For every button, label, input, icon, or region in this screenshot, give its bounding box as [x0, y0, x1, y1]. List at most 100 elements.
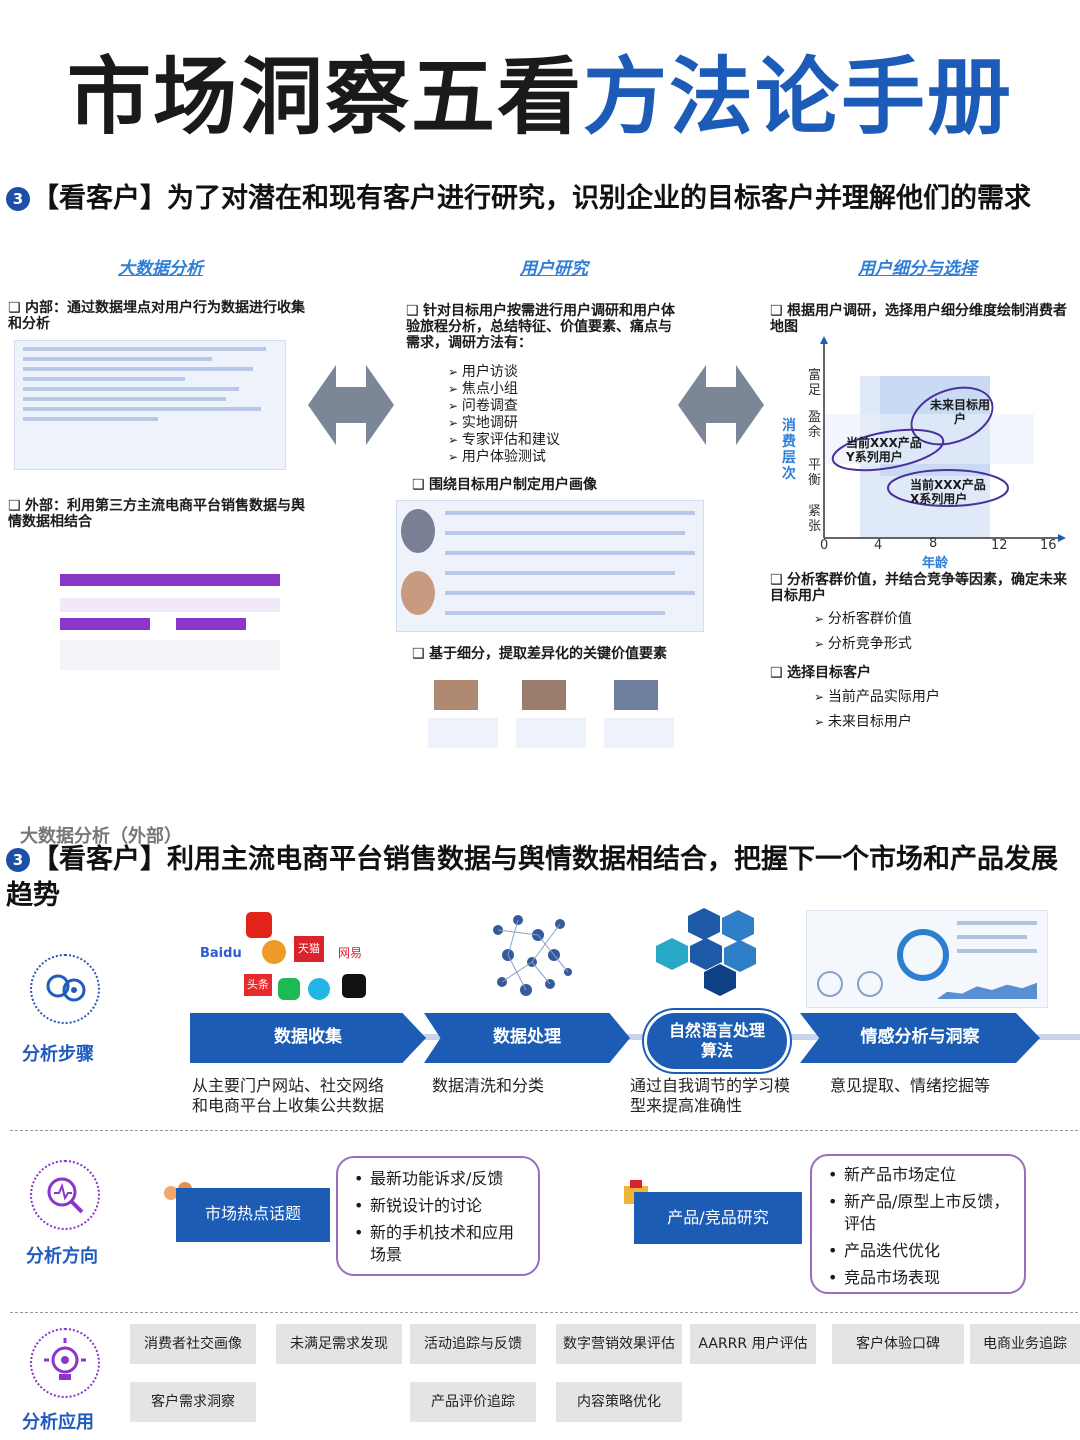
- topic-item: 新的手机技术和应用场景: [352, 1222, 528, 1266]
- product-research-list: 新产品市场定位 新产品/原型上市反馈，评估 产品迭代优化 竞品市场表现: [810, 1154, 1026, 1294]
- step-desc: 通过自我调节的学习模型来提高准确性: [630, 1076, 791, 1115]
- platform-logos: Baidu 天猫 网易 头条: [196, 908, 396, 1004]
- gear-bulb-icon: [30, 1328, 100, 1398]
- hot-topic-box: 市场热点话题: [176, 1188, 330, 1242]
- title-part2: 方法论手册: [583, 48, 1014, 146]
- bigdata-internal: 内部：通过数据埋点对用户行为数据进行收集和分析: [8, 300, 318, 332]
- x-tick: 4: [874, 538, 883, 553]
- x-tick: 8: [929, 536, 938, 551]
- customer-value-item: 分析客群价值，并结合竞争等因素，确定未来目标用户: [770, 572, 1075, 604]
- netease-logo: 网易: [338, 946, 363, 960]
- section1-badge: 3: [6, 187, 30, 211]
- internal-data-image: [14, 340, 286, 470]
- topic-item: 新锐设计的讨论: [352, 1195, 528, 1217]
- app-tag: 活动追踪与反馈: [410, 1324, 536, 1364]
- chart-x-label: 年龄: [922, 556, 949, 571]
- method-item: 专家评估和建议: [448, 432, 560, 449]
- app-tag: AARRR 用户评估: [690, 1324, 816, 1364]
- network-graphic: [493, 915, 572, 996]
- y-axis-arrow: [820, 336, 828, 344]
- ellipse-x-series: [887, 469, 1009, 507]
- step-desc: 意见提取、情绪挖掘等: [830, 1076, 991, 1095]
- section2-badge: 3: [6, 848, 30, 872]
- location-pin-icon: [30, 954, 100, 1024]
- douyin-logo-icon: [342, 974, 366, 998]
- research-item: 新产品/原型上市反馈，评估: [826, 1191, 1016, 1235]
- taobao-logo-icon: [262, 940, 286, 964]
- app-tag: 内容策略优化: [556, 1382, 682, 1422]
- app-tag: 客户需求洞察: [130, 1382, 256, 1422]
- video-logo-icon: [308, 978, 330, 1000]
- select-sub-item: 未来目标用户: [814, 710, 940, 735]
- toutiao-logo: 头条: [244, 974, 272, 996]
- step-sentiment: 情感分析与洞察: [800, 1013, 1040, 1063]
- hexagon-graphic: [656, 908, 756, 996]
- application-label: 分析应用: [22, 1412, 94, 1433]
- steps-label: 分析步骤: [22, 1044, 94, 1065]
- chart-y-label: 消费层次: [782, 418, 796, 482]
- y-tick: 紧张: [808, 504, 822, 534]
- value-sub-item: 分析客群价值: [814, 607, 912, 632]
- ellipse-y-series: [831, 428, 945, 472]
- x-tick: 12: [991, 538, 1008, 553]
- key-value-item: 基于细分，提取差异化的关键价值要素: [412, 646, 712, 662]
- method-item: 问卷调查: [448, 398, 560, 415]
- x-axis-arrow: [1058, 534, 1066, 542]
- method-item: 实地调研: [448, 415, 560, 432]
- divider: [10, 1130, 1078, 1131]
- research-item: 竞品市场表现: [826, 1267, 1016, 1289]
- steps-track: [190, 1034, 1080, 1040]
- section2-small-label: 大数据分析（外部）: [20, 826, 182, 847]
- value-sub-item: 分析竞争形式: [814, 632, 912, 657]
- y-tick: 富足: [808, 368, 822, 398]
- user-persona-item: 围绕目标用户制定用户画像: [412, 477, 712, 493]
- research-item: 新产品市场定位: [826, 1164, 1016, 1186]
- method-item: 用户体验测试: [448, 449, 560, 466]
- analysis-search-icon: [30, 1160, 100, 1230]
- research-methods-list: 用户访谈 焦点小组 问卷调查 实地调研 专家评估和建议 用户体验测试: [448, 364, 560, 466]
- section1-heading: 3【看客户】为了对潜在和现有客户进行研究，识别企业的目标客户并理解他们的需求: [6, 176, 1076, 215]
- y-tick: 盈余: [808, 410, 822, 440]
- app-tag: 数字营销效果评估: [556, 1324, 682, 1364]
- topic-item: 最新功能诉求/反馈: [352, 1168, 528, 1190]
- step-desc: 数据清洗和分类: [432, 1076, 545, 1095]
- double-arrow-icon-2: [678, 365, 764, 445]
- ellipse-label-future: 未来目标用户: [930, 398, 991, 426]
- app-tag: 电商业务追踪: [970, 1324, 1080, 1364]
- value-elements-image: [424, 676, 684, 752]
- external-data-image: [16, 540, 286, 680]
- col-title-user-research: 用户研究: [520, 259, 588, 279]
- page-title: 市场洞察五看方法论手册: [0, 30, 1080, 151]
- app-tag: 产品评价追踪: [410, 1382, 536, 1422]
- double-arrow-icon: [308, 365, 394, 445]
- select-customer-list: 当前产品实际用户 未来目标用户: [814, 685, 940, 735]
- persona-image: [396, 500, 704, 632]
- weibo-logo-icon: [246, 912, 272, 938]
- tmall-logo: 天猫: [294, 936, 324, 962]
- research-item: 产品迭代优化: [826, 1240, 1016, 1262]
- segmentation-item: 根据用户调研，选择用户细分维度绘制消费者地图: [770, 303, 1075, 335]
- y-tick: 平衡: [808, 458, 822, 488]
- divider-2: [10, 1312, 1078, 1313]
- ellipse-label-y: 当前XXX产品Y系列用户: [846, 436, 922, 464]
- baidu-logo: Baidu: [200, 946, 242, 961]
- dashboard-graphic: [806, 910, 1048, 1008]
- hot-topic-list: 最新功能诉求/反馈 新锐设计的讨论 新的手机技术和应用场景: [336, 1156, 540, 1276]
- col-title-bigdata: 大数据分析: [118, 259, 203, 279]
- x-tick: 16: [1040, 538, 1057, 553]
- step-data-collect: 数据收集: [190, 1013, 426, 1063]
- section2-heading: 3【看客户】利用主流电商平台销售数据与舆情数据相结合，把握下一个市场和产品发展趋…: [6, 844, 1058, 911]
- step-desc: 从主要门户网站、社交网络和电商平台上收集公共数据: [192, 1076, 385, 1115]
- select-customer-item: 选择目标客户: [770, 665, 1075, 681]
- app-tag: 客户体验口碑: [832, 1324, 964, 1364]
- select-sub-item: 当前产品实际用户: [814, 685, 940, 710]
- step-nlp: 自然语言处理算法: [644, 1010, 790, 1072]
- col-title-segmentation: 用户细分与选择: [858, 259, 977, 279]
- app-tag: 未满足需求发现: [276, 1324, 402, 1364]
- consumer-map-chart: [820, 336, 1066, 542]
- bigdata-external: 外部：利用第三方主流电商平台销售数据与舆情数据相结合: [8, 498, 318, 530]
- product-research-box: 产品/竞品研究: [634, 1192, 802, 1244]
- app-tag: 消费者社交画像: [130, 1324, 256, 1364]
- step-data-process: 数据处理: [424, 1013, 630, 1063]
- user-research-intro: 针对目标用户按需进行用户调研和用户体验旅程分析，总结特征、价值要素、痛点与需求，…: [406, 303, 676, 351]
